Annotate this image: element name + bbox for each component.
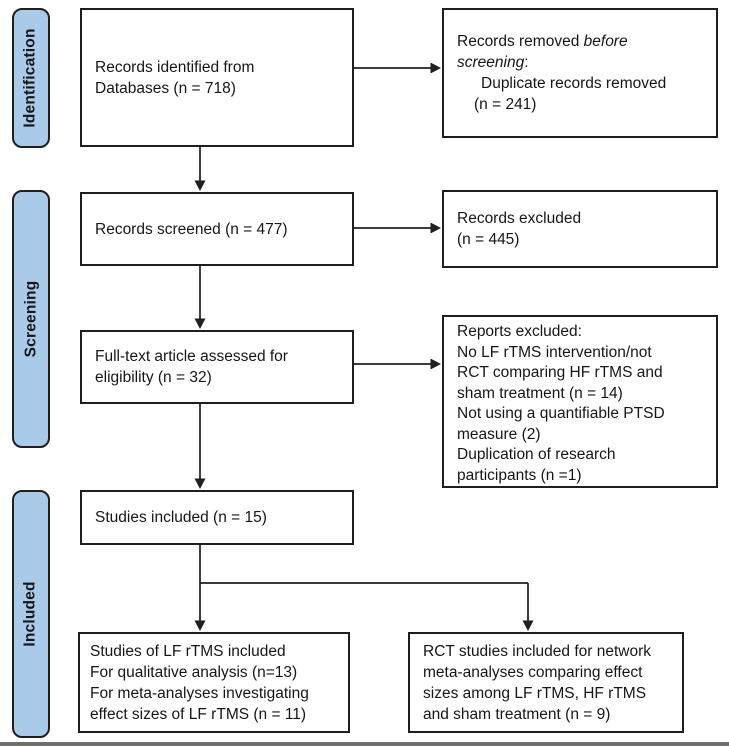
box-text-line: Studies included (n = 15) — [95, 509, 267, 526]
stage-label-included: Included — [12, 490, 50, 738]
box-text-line: No LF rTMS intervention/not — [457, 343, 652, 361]
box-rct-network-meta-analyses: RCT studies included for network meta-an… — [408, 632, 684, 733]
text-segment-italic: screening — [457, 54, 525, 71]
box-reports-excluded: Reports excluded: No LF rTMS interventio… — [442, 315, 718, 488]
bottom-divider — [0, 742, 729, 746]
box-records-identified: Records identified from Databases (n = 7… — [80, 8, 354, 147]
box-text-line: Records excluded — [457, 210, 582, 227]
box-text-line: For qualitative analysis (n=13) — [90, 663, 298, 681]
box-text-line: RCT comparing HF rTMS and — [457, 364, 663, 381]
box-text-line: Full-text article assessed for — [95, 348, 288, 365]
box-text-line: participants (n =1) — [457, 466, 582, 484]
box-records-removed-before-screening: Records removed before screening: Duplic… — [442, 8, 718, 138]
stage-label-identification: Identification — [12, 8, 50, 148]
box-text-line: measure (2) — [457, 425, 541, 443]
stage-text-included: Included — [22, 581, 40, 647]
text-segment: Records removed — [457, 33, 584, 50]
box-text-line: effect sizes of LF rTMS (n = 11) — [90, 705, 307, 723]
box-text-line: Records screened (n = 477) — [95, 220, 288, 238]
box-text-line: (n = 241) — [474, 96, 537, 113]
box-records-screened: Records screened (n = 477) — [80, 192, 354, 266]
text-segment-italic: before — [583, 33, 628, 50]
box-text-line: Reports excluded: — [457, 323, 582, 340]
stage-text-identification: Identification — [22, 28, 39, 128]
box-text-line: Duplication of research — [457, 446, 616, 463]
box-text-line: eligibility (n = 32) — [95, 369, 212, 386]
box-text-line: Records identified from — [95, 58, 255, 76]
box-text-line: RCT studies included for network — [423, 642, 652, 660]
box-text-line: Databases (n = 718) — [95, 79, 236, 97]
box-text-line: Records removed before — [457, 31, 710, 52]
text-segment: : — [524, 54, 529, 71]
box-records-excluded: Records excluded (n = 445) — [442, 190, 718, 268]
box-lf-rtms-included: Studies of LF rTMS included For qualitat… — [78, 632, 350, 733]
stage-label-screening: Screening — [12, 190, 50, 448]
box-text-line: and sham treatment (n = 9) — [423, 705, 611, 723]
box-studies-included: Studies included (n = 15) — [80, 490, 354, 545]
box-fulltext-assessed: Full-text article assessed for eligibili… — [80, 330, 354, 404]
box-text-line: meta-analyses comparing effect — [423, 663, 643, 681]
box-text-line: For meta-analyses investigating — [90, 684, 309, 702]
box-text-line: sizes among LF rTMS, HF rTMS — [423, 684, 647, 702]
box-text-line: Studies of LF rTMS included — [90, 642, 286, 660]
box-text-line: Not using a quantifiable PTSD — [457, 405, 665, 422]
box-text-line: (n = 445) — [457, 231, 520, 248]
box-text-line: screening: — [457, 52, 710, 73]
stage-text-screening: Screening — [22, 280, 39, 358]
box-text-line: Duplicate records removed — [481, 75, 667, 92]
box-text-line: sham treatment (n = 14) — [457, 384, 623, 402]
